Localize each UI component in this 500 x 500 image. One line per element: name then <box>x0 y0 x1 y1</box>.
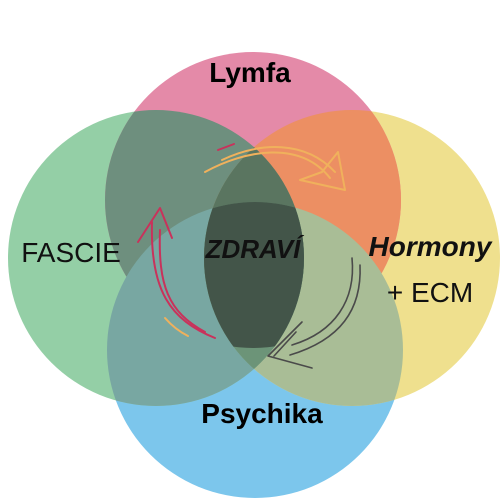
label-center: ZDRAVÍ <box>205 234 306 264</box>
label-fascie: FASCIE <box>21 237 121 268</box>
label-hormony: Hormony <box>369 231 493 262</box>
label-lymfa: Lymfa <box>209 57 291 88</box>
label-psychika: Psychika <box>201 398 323 429</box>
curved-arrow-crimson-icon <box>137 207 216 339</box>
curved-arrow-orange-icon <box>204 143 346 191</box>
curved-arrow-gray-icon <box>267 257 361 369</box>
overlap-center <box>204 202 304 348</box>
label-hormony-sub: + ECM <box>387 277 473 308</box>
